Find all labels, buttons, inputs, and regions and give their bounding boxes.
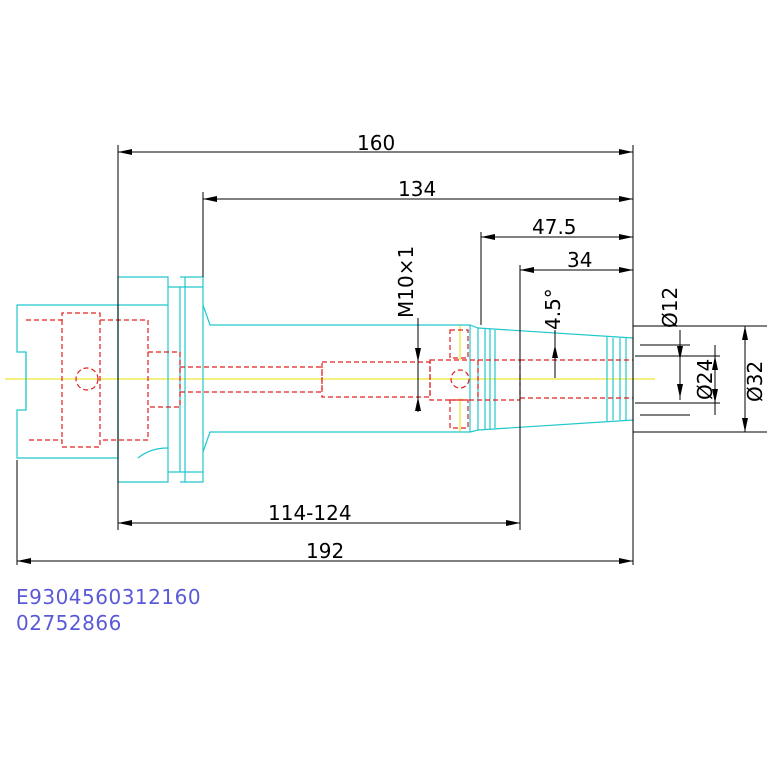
- dim-192-label: 192: [306, 539, 344, 563]
- dim-114-124-label: 114-124: [268, 501, 352, 525]
- angle-label: 4.5°: [541, 288, 565, 330]
- dim-34-label: 34: [567, 248, 592, 272]
- dia-24-label: Ø24: [693, 359, 717, 400]
- dia-12-label: Ø12: [658, 287, 682, 328]
- thread-label: M10×1: [394, 246, 418, 318]
- holder-outline: [16, 276, 634, 483]
- arrowheads: [17, 149, 748, 564]
- part-number: E9304560312160: [16, 585, 202, 609]
- hidden-features: [26, 312, 633, 448]
- dim-134-label: 134: [398, 177, 436, 201]
- dia-32-label: Ø32: [743, 361, 767, 402]
- dim-160-label: 160: [357, 131, 395, 155]
- dimension-lines: [16, 145, 767, 565]
- dim-47-5-label: 47.5: [532, 215, 577, 239]
- order-number: 02752866: [16, 611, 122, 635]
